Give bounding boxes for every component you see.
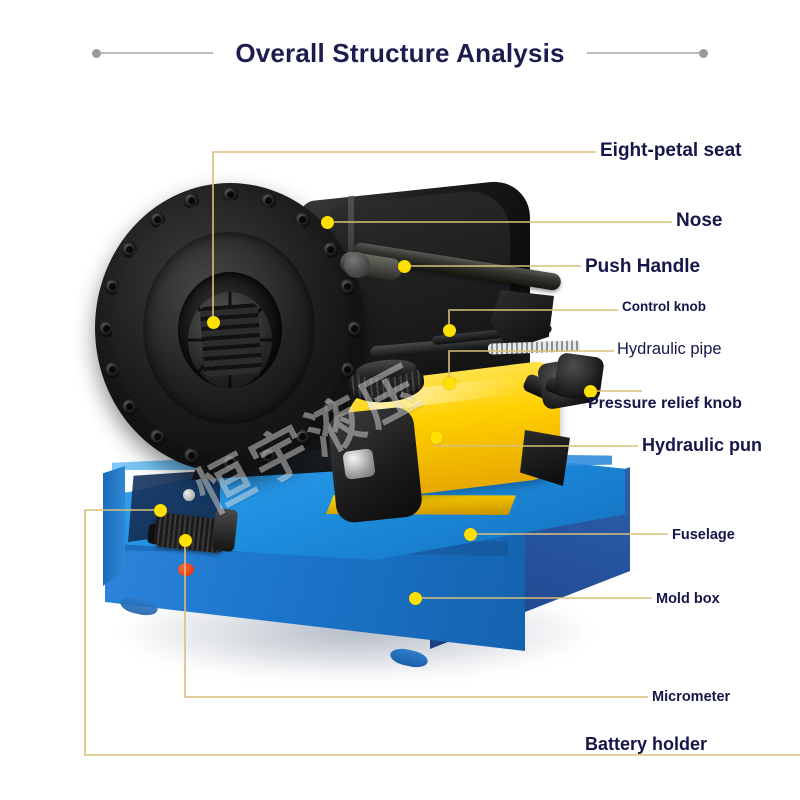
pump-end-cap <box>326 405 424 525</box>
crimp-head-bolt <box>222 454 238 470</box>
crimp-head-bolt <box>98 320 114 336</box>
callout-label-micrometer[interactable]: Micrometer <box>652 689 731 705</box>
callout-label-push-handle[interactable]: Push Handle <box>585 256 701 277</box>
callout-dot-hydraulic-pump[interactable] <box>430 431 443 444</box>
eight-petal-die-slots <box>199 303 263 377</box>
callout-dot-hydraulic-pipe[interactable] <box>443 324 456 337</box>
pump-hex-bolt <box>342 448 376 480</box>
title-line-right-icon <box>586 52 699 54</box>
micrometer-cap <box>211 507 239 553</box>
crimp-head-bolt <box>184 447 200 463</box>
callout-dot-fuselage[interactable] <box>464 528 477 541</box>
callout-dot-eight-petal-seat[interactable] <box>207 316 220 329</box>
crimp-head-bolt <box>322 399 338 415</box>
callout-label-eight-petal-seat[interactable]: Eight-petal seat <box>600 140 742 161</box>
callout-label-battery-holder[interactable]: Battery holder <box>585 734 708 754</box>
callout-label-control-knob[interactable]: Control knob <box>622 299 706 314</box>
crimp-head-bolt <box>104 361 120 377</box>
title-rule-left <box>92 48 214 58</box>
callout-label-hydraulic-pump[interactable]: Hydraulic pun <box>642 435 763 455</box>
base-screw <box>183 489 195 501</box>
callout-label-pressure-relief-knob[interactable]: Pressure relief knob <box>588 395 742 412</box>
callout-label-mold-box[interactable]: Mold box <box>656 591 720 607</box>
title-line-left-icon <box>101 52 214 54</box>
title-rule-right <box>586 48 708 58</box>
title-dot-right-icon <box>698 48 708 58</box>
callout-dot-control-knob[interactable] <box>443 377 456 390</box>
crimp-head-bolt <box>260 447 276 463</box>
crimp-head-bolt <box>346 320 362 336</box>
crimp-head-bolt <box>295 428 311 444</box>
push-handle-pivot <box>344 252 370 278</box>
crimp-head-bolt <box>149 428 165 444</box>
callout-dot-battery-holder[interactable] <box>154 504 167 517</box>
callout-dot-micrometer[interactable] <box>179 534 192 547</box>
callout-dot-mold-box[interactable] <box>409 592 422 605</box>
callout-label-nose[interactable]: Nose <box>676 210 723 231</box>
callout-dot-push-handle[interactable] <box>398 260 411 273</box>
callout-dot-pressure-relief-knob[interactable] <box>584 385 597 398</box>
crimp-head-bolt <box>104 279 120 295</box>
crimp-head-bolt <box>340 361 356 377</box>
base-left-endplate <box>103 466 125 586</box>
callout-label-fuselage[interactable]: Fuselage <box>672 527 735 543</box>
page-title-bar: Overall Structure Analysis <box>0 32 800 74</box>
page-title: Overall Structure Analysis <box>235 37 565 68</box>
red-release-button <box>178 563 194 576</box>
callout-dot-nose[interactable] <box>321 216 334 229</box>
title-dot-left-icon <box>92 48 102 58</box>
callout-label-hydraulic-pipe[interactable]: Hydraulic pipe <box>617 340 722 358</box>
